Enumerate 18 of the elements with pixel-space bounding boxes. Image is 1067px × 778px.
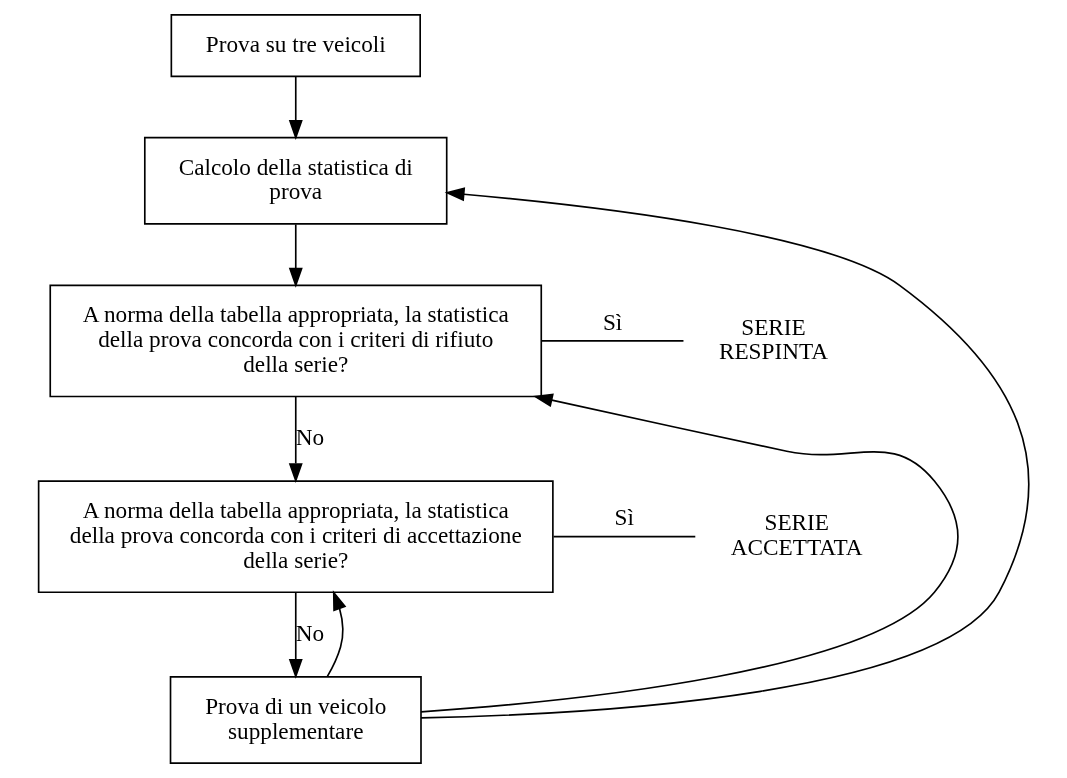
node-text: SERIE RESPINTA (718, 313, 828, 365)
node-text: SERIE ACCETTATA (730, 509, 863, 561)
node-box: Prova su tre veicoli (170, 14, 421, 78)
arrow (288, 223, 303, 288)
arrow (288, 75, 303, 140)
arrow (288, 591, 303, 679)
arrow (326, 590, 346, 678)
edge-label: Sì (614, 504, 634, 531)
node-box: A norma della tabella appropriata, la statistica della prova concorda con i criteri di rifiuto della serie? (48, 284, 542, 398)
arrow (288, 395, 303, 484)
node-box: Prova di un veicolo supplementare (169, 675, 422, 764)
arrow (419, 187, 1029, 719)
connector (540, 340, 684, 342)
node-box: Calcolo della statistica di prova (143, 136, 448, 225)
node-box: A norma della tabella appropriata, la statistica della prova concorda con i criteri di accettazione della serie? (37, 480, 554, 594)
connector (552, 535, 696, 538)
arrow (419, 393, 959, 713)
edge-label: Sì (602, 308, 622, 335)
